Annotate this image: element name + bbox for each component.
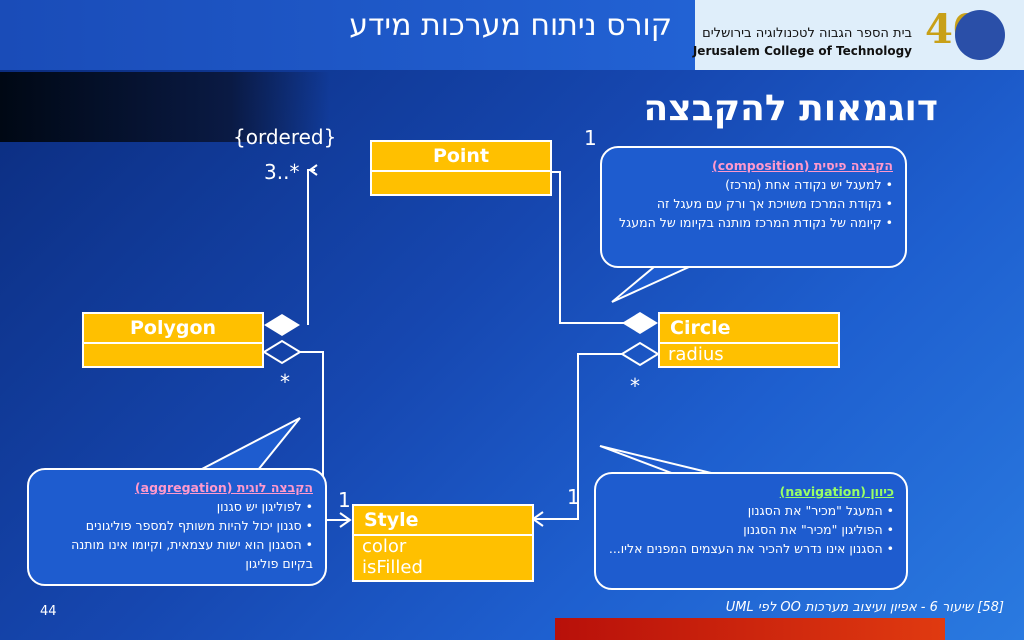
polygon-style-arrow <box>339 512 352 528</box>
class-polygon-name: Polygon <box>84 314 262 344</box>
circle-composition-diamond <box>622 312 658 334</box>
polygon-style-multiplicity: * <box>280 370 290 394</box>
page-number: 44 <box>40 604 57 619</box>
polygon-point-line <box>307 169 315 325</box>
ordered-constraint: {ordered} <box>233 125 337 149</box>
decorative-band <box>0 72 330 142</box>
aggregation-item: סגנון יכול להיות משותף למספר פוליגונים <box>41 516 313 535</box>
class-style-name: Style <box>354 506 532 536</box>
title-bar <box>0 0 695 70</box>
class-point-name: Point <box>372 142 550 172</box>
aggregation-item: לפוליגון יש סגנון <box>41 497 313 516</box>
composition-item: קיומה של נקודת המרכז מותנה בקיומו של המע… <box>614 213 893 232</box>
logo-english-text: Jerusalem College of Technology <box>692 44 912 58</box>
aggregation-title: הקבצה לוגית (aggregation) <box>134 480 313 495</box>
circle-point-multiplicity: 1 <box>584 126 597 150</box>
footer-text: [58] שיעור 6 - אפיון ועיצוב מערכות OO לפ… <box>725 600 1004 615</box>
navigation-item: המעגל "מכיר" את הסגנון <box>608 501 894 520</box>
class-circle-name: Circle <box>660 314 838 344</box>
style-right-multiplicity: 1 <box>567 485 580 509</box>
navigation-title: כיוון (navigation) <box>779 484 894 499</box>
aggregation-item: הסגנון הוא ישות עצמאית, וקיומו אינו מותנ… <box>41 535 313 573</box>
class-style-attr-color: color <box>362 536 407 557</box>
logo-emblem-icon <box>955 10 1005 60</box>
class-point[interactable]: Point <box>370 140 552 196</box>
navigation-item: הפוליגון "מכיר" את הסגנון <box>608 520 894 539</box>
navigation-item: הסגנון אינו נדרש להכיר את העצמים המפנים … <box>608 539 894 558</box>
composition-title: הקבצה פיסית (composition) <box>712 158 893 173</box>
polygon-point-arrow <box>308 164 318 176</box>
composition-item: נקודת המרכז משויכת אך ורק עם מעגל זה <box>614 194 893 213</box>
class-style-attr-isfilled: isFilled <box>362 557 423 578</box>
style-left-multiplicity: 1 <box>338 488 351 512</box>
circle-aggregation-diamond <box>620 341 660 367</box>
polygon-point-multiplicity: 3..* <box>264 160 300 184</box>
logo-hebrew-text: בית הספר הגבוה לטכנולוגיה בירושלים <box>702 26 912 41</box>
polygon-composition-diamond <box>264 314 300 336</box>
class-polygon[interactable]: Polygon <box>82 312 264 368</box>
composition-bubble-tail <box>611 261 701 303</box>
navigation-bubble: כיוון (navigation) המעגל "מכיר" את הסגנו… <box>594 472 908 590</box>
footer-bar <box>555 618 945 640</box>
course-title: קורס ניתוח מערכות מידע <box>349 8 672 43</box>
class-style[interactable]: Style color isFilled <box>352 504 534 582</box>
aggregation-bubble: הקבצה לוגית (aggregation) לפוליגון יש סג… <box>27 468 327 586</box>
composition-bubble: הקבצה פיסית (composition) למעגל יש נקודה… <box>600 146 907 268</box>
aggregation-bubble-tail <box>199 417 301 471</box>
polygon-style-line <box>300 351 350 521</box>
class-circle[interactable]: Circle radius <box>658 312 840 368</box>
circle-style-line <box>533 353 622 520</box>
circle-style-multiplicity: * <box>630 374 640 398</box>
slide-title: דוגמאות להקבצה <box>643 88 938 129</box>
composition-item: למעגל יש נקודה אחת (מרכז) <box>614 175 893 194</box>
logo-panel: בית הספר הגבוה לטכנולוגיה בירושלים Jerus… <box>692 0 1024 70</box>
polygon-aggregation-diamond <box>262 339 302 365</box>
class-circle-attr: radius <box>668 344 724 365</box>
